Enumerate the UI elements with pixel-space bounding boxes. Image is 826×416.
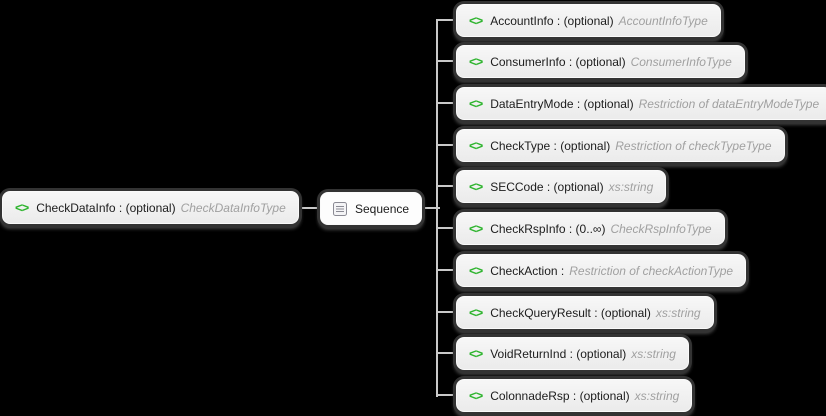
- connector-stub-7: [436, 269, 460, 271]
- connector-stub-8: [436, 311, 460, 313]
- element-type: Restriction of dataEntryModeType: [638, 96, 820, 111]
- element-type: Restriction of checkTypeType: [615, 138, 772, 153]
- element-type: xs:string: [655, 305, 701, 320]
- element-node-accountinfo[interactable]: <> AccountInfo : (optional) AccountInfoT…: [456, 4, 721, 37]
- element-icon: <>: [469, 388, 483, 403]
- connector-stub-9: [436, 352, 460, 354]
- element-icon: <>: [469, 305, 483, 320]
- element-icon: <>: [469, 179, 483, 194]
- element-icon: <>: [469, 13, 483, 28]
- element-node-checkrspinfo[interactable]: <> CheckRspInfo : (0..∞) CheckRspInfoTyp…: [456, 212, 725, 245]
- element-label: DataEntryMode : (optional): [490, 96, 634, 111]
- connector-stub-10: [436, 394, 460, 396]
- element-icon: <>: [469, 346, 483, 361]
- element-type: xs:string: [634, 388, 680, 403]
- sequence-node[interactable]: Sequence: [320, 192, 423, 225]
- element-node-colonnadersp[interactable]: <> ColonnadeRsp : (optional) xs:string: [456, 379, 693, 412]
- element-label: CheckAction :: [490, 263, 565, 278]
- element-type: Restriction of checkActionType: [569, 263, 734, 278]
- element-node-checkaction[interactable]: <> CheckAction : Restriction of checkAct…: [456, 254, 747, 287]
- element-label: VoidReturnInd : (optional): [490, 346, 627, 361]
- element-type: xs:string: [631, 346, 676, 361]
- element-label: ColonnadeRsp : (optional): [490, 388, 630, 403]
- element-icon: <>: [469, 263, 483, 278]
- connector-stub-6: [436, 227, 460, 229]
- element-node-consumerinfo[interactable]: <> ConsumerInfo : (optional) ConsumerInf…: [456, 45, 745, 78]
- element-icon: <>: [15, 200, 29, 215]
- sequence-label: Sequence: [355, 201, 410, 216]
- element-label: CheckQueryResult : (optional): [490, 305, 651, 320]
- element-node-checkdatainfo[interactable]: <> CheckDataInfo : (optional) CheckDataI…: [2, 191, 299, 224]
- connector-stub-2: [436, 60, 460, 62]
- element-type: AccountInfoType: [618, 13, 708, 28]
- element-type: CheckDataInfoType: [180, 200, 286, 215]
- sequence-icon: [333, 201, 347, 216]
- element-type: ConsumerInfoType: [630, 54, 732, 69]
- connector-root-to-sequence: [280, 207, 325, 209]
- element-node-checkqueryresult[interactable]: <> CheckQueryResult : (optional) xs:stri…: [456, 296, 714, 329]
- element-icon: <>: [469, 221, 483, 236]
- element-icon: <>: [469, 54, 483, 69]
- element-label: CheckType : (optional): [490, 138, 611, 153]
- connector-stub-3: [436, 102, 460, 104]
- connector-sequence-to-trunk: [410, 207, 440, 209]
- element-icon: <>: [469, 138, 483, 153]
- element-label: SECCode : (optional): [490, 179, 604, 194]
- element-node-dataentrymode[interactable]: <> DataEntryMode : (optional) Restrictio…: [456, 87, 826, 120]
- element-label: ConsumerInfo : (optional): [490, 54, 626, 69]
- element-label: CheckRspInfo : (0..∞): [490, 221, 606, 236]
- element-node-checktype[interactable]: <> CheckType : (optional) Restriction of…: [456, 129, 785, 162]
- element-node-seccode[interactable]: <> SECCode : (optional) xs:string: [456, 170, 667, 203]
- element-type: xs:string: [608, 179, 654, 194]
- connector-trunk: [436, 19, 438, 397]
- connector-stub-5: [436, 185, 460, 187]
- connector-stub-1: [436, 19, 460, 21]
- element-label: CheckDataInfo : (optional): [36, 200, 176, 215]
- element-label: AccountInfo : (optional): [490, 13, 614, 28]
- connector-stub-4: [436, 144, 460, 146]
- element-type: CheckRspInfoType: [610, 221, 712, 236]
- element-node-voidreturnind[interactable]: <> VoidReturnInd : (optional) xs:string: [456, 337, 689, 370]
- element-icon: <>: [469, 96, 483, 111]
